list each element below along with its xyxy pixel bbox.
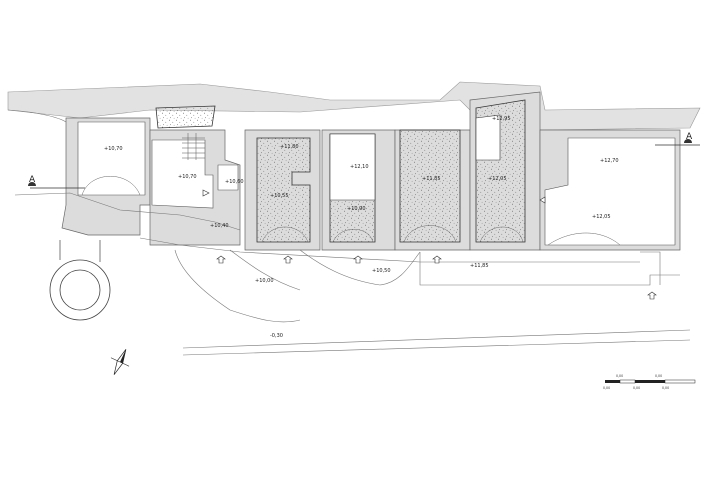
inner-courts bbox=[329, 114, 501, 201]
elevation-label: +11,85 bbox=[422, 176, 441, 182]
elevation-label: +10,70 bbox=[104, 146, 123, 152]
elevation-label: +10,00 bbox=[255, 278, 274, 284]
elevation-label: +10,90 bbox=[347, 206, 366, 212]
elevation-label: +12,95 bbox=[492, 116, 511, 122]
staircase bbox=[182, 133, 205, 160]
north-arrow-icon bbox=[110, 349, 130, 375]
elevation-labels: +10,70 +10,70 +10,60 +10,40 +11,80 +10,5… bbox=[104, 116, 619, 339]
section-mark-right: A bbox=[686, 132, 693, 142]
elevation-label: +11,85 bbox=[470, 263, 489, 269]
scale-label: 0,00 bbox=[633, 386, 640, 390]
section-line-left: A bbox=[28, 175, 85, 189]
circular-well bbox=[49, 240, 111, 321]
entrance-arrows bbox=[202, 189, 657, 300]
elevation-label: +10,70 bbox=[178, 174, 197, 180]
scale-label: 0,00 bbox=[662, 386, 669, 390]
rooms bbox=[77, 121, 676, 246]
vault-arcs bbox=[81, 176, 621, 246]
section-line-right: A bbox=[655, 132, 700, 146]
elevation-label: +11,80 bbox=[280, 144, 299, 150]
scale-label: 0,00 bbox=[616, 374, 623, 378]
elevation-label: +12,70 bbox=[600, 158, 619, 164]
elevation-label: +10,55 bbox=[270, 193, 289, 199]
elevation-label: +10,60 bbox=[225, 179, 244, 185]
elevation-label: -0,30 bbox=[270, 333, 283, 339]
scale-bar: 0,00 0,00 0,00 0,00 0,00 bbox=[603, 374, 696, 390]
elevation-label: +10,40 bbox=[210, 223, 229, 229]
paths bbox=[7, 109, 691, 356]
scale-label: 0,00 bbox=[655, 374, 662, 378]
stippled-rooms bbox=[155, 99, 526, 243]
elevation-label: +10,50 bbox=[372, 268, 391, 274]
section-mark-left: A bbox=[29, 175, 36, 185]
scale-label: 0,00 bbox=[603, 386, 610, 390]
elevation-label: +12,05 bbox=[488, 176, 507, 182]
elevation-label: +12,10 bbox=[350, 164, 369, 170]
elevation-label: +12,05 bbox=[592, 214, 611, 220]
